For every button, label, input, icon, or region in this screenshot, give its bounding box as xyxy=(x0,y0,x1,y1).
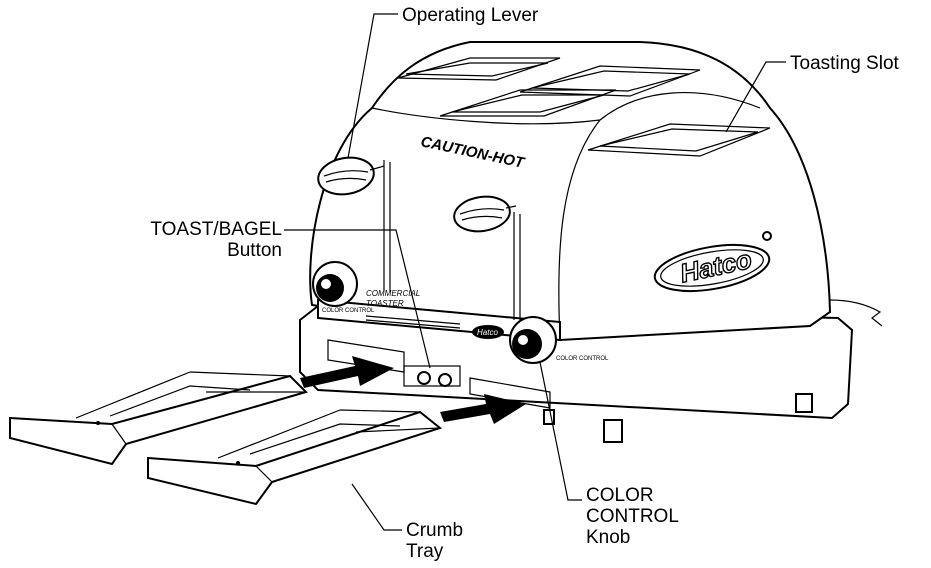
color-control-knob-right[interactable] xyxy=(509,316,557,364)
callout-toasting-slot: Toasting Slot xyxy=(725,53,900,133)
color-control-label-line1: COLOR xyxy=(586,485,654,506)
insert-arrow xyxy=(300,356,394,388)
toasting-slots xyxy=(397,57,771,157)
crumb-tray-label-line2: Tray xyxy=(406,541,444,562)
panel-left-label: COLOR CONTROL xyxy=(322,308,375,314)
toaster-foot xyxy=(603,419,623,443)
color-control-label-line3: Knob xyxy=(586,527,630,548)
crumb-tray[interactable] xyxy=(9,371,308,466)
toast-bagel-label-line2: Button xyxy=(227,240,282,261)
color-control-label-line2: CONTROL xyxy=(586,506,679,527)
toast-bagel-label-line1: TOAST/BAGEL xyxy=(150,219,282,240)
insert-arrow xyxy=(440,394,526,424)
callout-color-control: COLOR CONTROL Knob xyxy=(539,361,679,548)
toaster-foot xyxy=(795,393,813,413)
toaster-foot xyxy=(543,409,555,425)
operating-lever-label: Operating Lever xyxy=(402,5,539,26)
hatco-logo: Hatco xyxy=(653,243,771,293)
callout-operating-lever: Operating Lever xyxy=(347,5,539,159)
callout-crumb-tray: Crumb Tray xyxy=(351,483,463,562)
panel-right-label: COLOR CONTROL xyxy=(556,356,609,362)
toaster: CAUTION-HOT Hatco COMMERCIAL TOASTER COL… xyxy=(299,41,883,443)
operating-lever[interactable] xyxy=(452,193,517,234)
operating-lever[interactable] xyxy=(315,153,385,198)
power-cord xyxy=(829,299,883,327)
toasting-slot-label: Toasting Slot xyxy=(790,53,900,74)
panel-title-line1: COMMERCIAL xyxy=(366,289,420,298)
color-control-knob-left[interactable] xyxy=(312,261,358,307)
crumb-tray[interactable] xyxy=(147,409,443,506)
crumb-tray-label-line1: Crumb xyxy=(406,520,463,541)
panel-title-line2: TOASTER xyxy=(366,299,404,308)
callout-toast-bagel: TOAST/BAGEL Button xyxy=(150,219,431,369)
toast-bagel-buttons[interactable] xyxy=(403,365,461,387)
panel-hatco-badge: Hatco xyxy=(477,328,498,337)
